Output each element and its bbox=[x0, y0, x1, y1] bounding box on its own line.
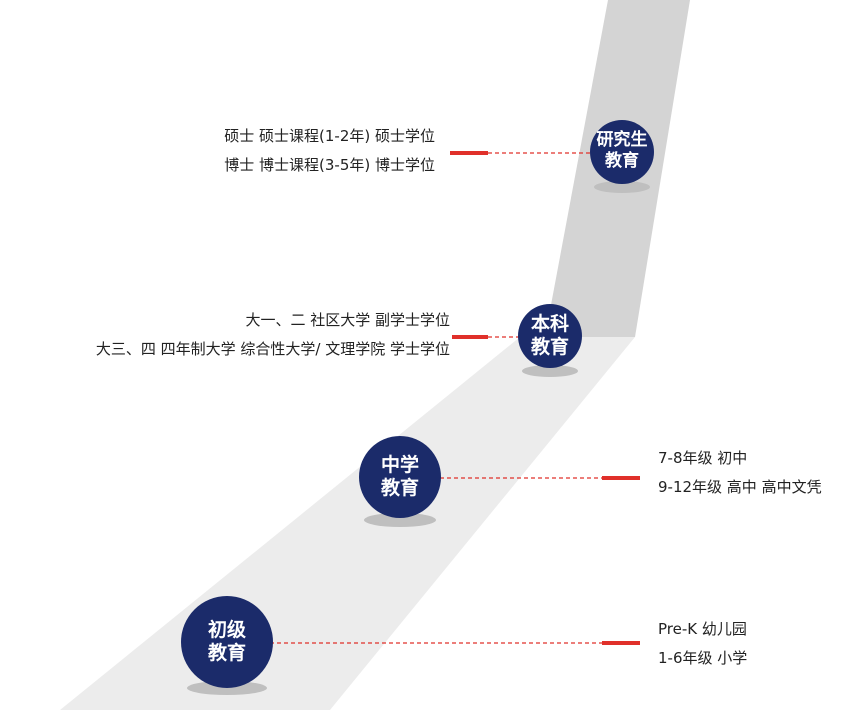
label-primary-line1: 初级 bbox=[207, 619, 246, 641]
circle-graduate bbox=[590, 120, 654, 184]
shadow-undergraduate bbox=[522, 365, 578, 377]
details-secondary-high: 9-12年级 高中 高中文凭 bbox=[658, 478, 822, 496]
details-undergraduate-years12: 大一、二 社区大学 副学士学位 bbox=[245, 311, 450, 329]
label-undergraduate-line1: 本科 bbox=[530, 313, 569, 335]
road-lower bbox=[60, 337, 635, 710]
circle-secondary bbox=[359, 436, 441, 518]
label-undergraduate-line2: 教育 bbox=[530, 336, 569, 358]
details-primary-prek: Pre-K 幼儿园 bbox=[658, 620, 747, 638]
details-primary-elementary: 1-6年级 小学 bbox=[658, 649, 748, 667]
label-graduate: 研究生 教育 bbox=[577, 130, 667, 172]
details-secondary-middle: 7-8年级 初中 bbox=[658, 449, 748, 467]
label-graduate-line1: 研究生 bbox=[596, 130, 648, 150]
label-primary: 初级 教育 bbox=[182, 619, 272, 665]
label-secondary: 中学 教育 bbox=[355, 454, 445, 500]
details-graduate-masters: 硕士 硕士课程(1-2年) 硕士学位 bbox=[224, 127, 435, 145]
label-primary-line2: 教育 bbox=[207, 642, 246, 664]
shadow-secondary bbox=[364, 513, 436, 527]
label-undergraduate: 本科 教育 bbox=[505, 313, 595, 359]
circle-primary bbox=[181, 596, 273, 688]
label-secondary-line1: 中学 bbox=[380, 454, 419, 476]
details-primary: Pre-K 幼儿园 1-6年级 小学 bbox=[658, 615, 747, 673]
details-undergraduate-years34: 大三、四 四年制大学 综合性大学/ 文理学院 学士学位 bbox=[95, 340, 450, 358]
details-secondary: 7-8年级 初中 9-12年级 高中 高中文凭 bbox=[658, 444, 822, 502]
details-graduate-doctorate: 博士 博士课程(3-5年) 博士学位 bbox=[224, 156, 435, 174]
circle-undergraduate bbox=[518, 304, 582, 368]
label-graduate-line2: 教育 bbox=[605, 151, 639, 171]
details-graduate: 硕士 硕士课程(1-2年) 硕士学位 博士 博士课程(3-5年) 博士学位 bbox=[224, 122, 435, 180]
details-undergraduate: 大一、二 社区大学 副学士学位 大三、四 四年制大学 综合性大学/ 文理学院 学… bbox=[96, 306, 450, 364]
shadow-graduate bbox=[594, 181, 650, 193]
label-secondary-line2: 教育 bbox=[380, 477, 419, 499]
